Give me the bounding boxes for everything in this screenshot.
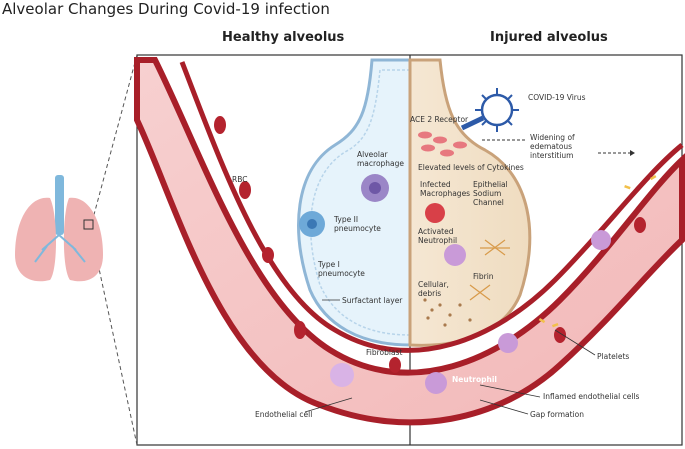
label-surfactant: Surfactant layer	[342, 296, 403, 305]
inflamed-pointer	[479, 384, 541, 398]
rbc-cell	[634, 217, 646, 233]
label-sodium-channel: Epithelial Sodium Channel	[473, 180, 508, 207]
cellular-debris	[423, 298, 472, 327]
label-fibrin: Fibrin	[473, 272, 494, 281]
neutrophil	[498, 333, 518, 353]
label-rbc: RBC	[232, 175, 248, 184]
label-activated-neutrophil: Activated Neutrophil	[418, 227, 458, 245]
rbc-cell	[214, 116, 226, 134]
neutrophil	[425, 372, 447, 394]
rbc-cell	[389, 357, 401, 373]
rbc-cell	[239, 181, 251, 199]
fibrin-icon	[469, 239, 510, 301]
lungs-icon	[15, 175, 103, 282]
cytokines	[418, 131, 467, 157]
label-platelets: Platelets	[597, 352, 630, 361]
rbc-cell	[262, 247, 274, 263]
label-widening: Widening of edematous interstitium	[530, 133, 575, 160]
label-gap-formation: Gap formation	[530, 410, 585, 419]
label-covid-virus: COVID-19 Virus	[528, 93, 586, 102]
endothelial-pointer	[304, 397, 353, 413]
injured-header: Injured alveolus	[490, 30, 608, 45]
label-endothelial-cell: Endothelial cell	[255, 410, 313, 419]
label-cytokines: Elevated levels of Cytokines	[418, 163, 524, 172]
rbc-cell	[294, 321, 306, 339]
label-alveolar-macrophage: Alveolar macrophage	[357, 150, 405, 168]
platelets-pointer	[554, 329, 596, 356]
neutrophil	[591, 230, 611, 250]
rbc-cell	[554, 327, 566, 343]
label-infected-macrophages: Infected Macrophages	[420, 180, 471, 198]
activated-neutrophil	[444, 244, 466, 266]
zoom-line-top	[91, 54, 138, 223]
blood-vessel	[134, 57, 685, 426]
infected-macrophage	[425, 203, 445, 223]
label-fibroblast: Fibroblast	[366, 348, 403, 357]
healthy-header: Healthy alveolus	[222, 30, 345, 45]
covid-virus-icon	[460, 88, 519, 132]
gap-pointer	[479, 399, 529, 415]
platelets	[538, 175, 657, 328]
label-cellular-debris: Cellular, debris	[418, 280, 449, 298]
figure-title: Alveolar Changes During Covid-19 infecti…	[2, 0, 330, 18]
label-type1-pneumocyte: Type I pneumocyte	[318, 260, 365, 278]
label-type2-pneumocyte: Type II pneumocyte	[334, 215, 381, 233]
label-ace2: ACE 2 Receptor	[410, 115, 469, 124]
zoom-line-bottom	[91, 235, 138, 446]
healthy-alveolus-shape	[297, 58, 412, 347]
label-neutrophil: Neutrophil	[452, 375, 497, 384]
neutrophil	[330, 363, 354, 387]
label-inflamed-endothelial: Inflamed endothelial cells	[543, 392, 640, 401]
